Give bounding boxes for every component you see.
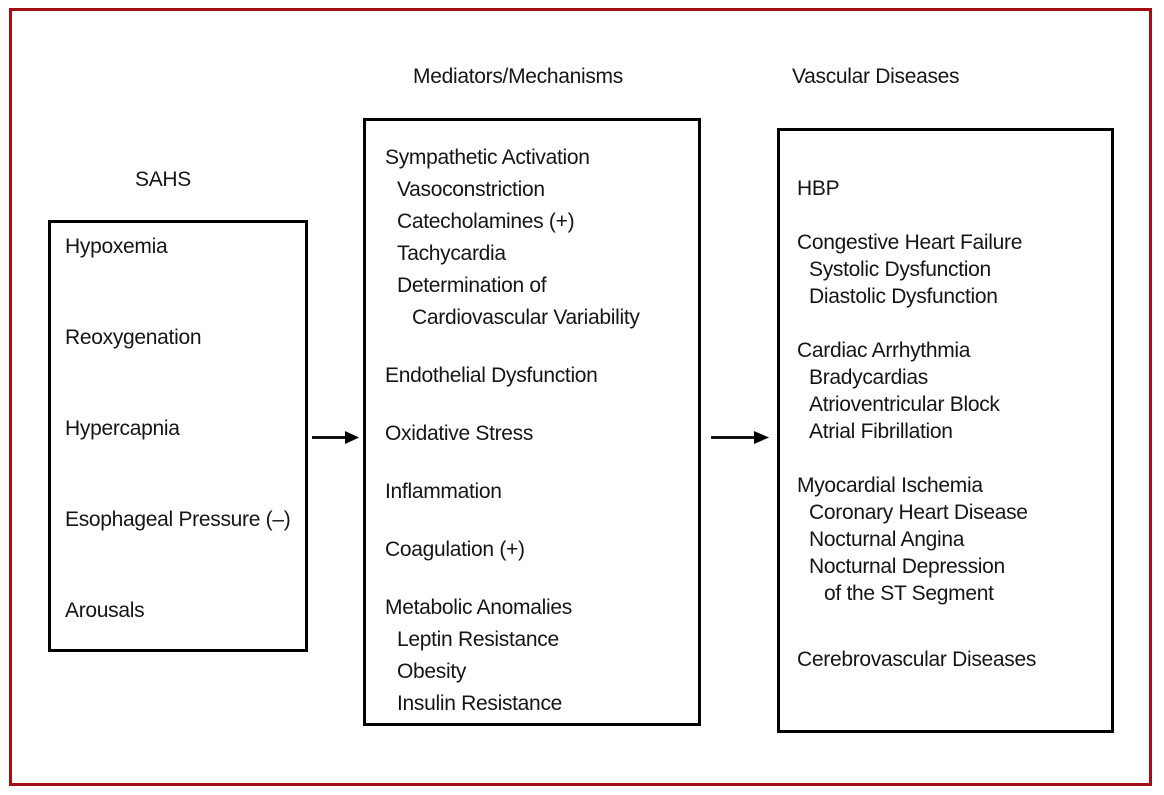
sahs-item: Esophageal Pressure (–) xyxy=(65,508,291,531)
mediator-line: Insulin Resistance xyxy=(397,692,563,715)
sahs-item: Reoxygenation xyxy=(65,326,202,349)
vascular-line: Atrial Fibrillation xyxy=(809,420,953,443)
column-heading-vascular: Vascular Diseases xyxy=(792,65,960,88)
vascular-line: Bradycardias xyxy=(809,366,928,389)
column-heading-mediators: Mediators/Mechanisms xyxy=(413,65,623,88)
vascular-line: of the ST Segment xyxy=(824,582,994,605)
sahs-item: Hypercapnia xyxy=(65,417,180,440)
mediator-line: Oxidative Stress xyxy=(385,422,534,445)
vascular-line: Myocardial Ischemia xyxy=(797,474,983,497)
mediator-line: Determination of xyxy=(397,274,547,297)
arrow-sahs-to-mediators-icon xyxy=(312,431,359,444)
mediator-line: Sympathetic Activation xyxy=(385,146,590,169)
mediator-line: Endothelial Dysfunction xyxy=(385,364,598,387)
vascular-line: Nocturnal Depression xyxy=(809,555,1005,578)
vascular-line: HBP xyxy=(797,177,840,200)
sahs-item: Hypoxemia xyxy=(65,235,168,258)
vascular-line: Systolic Dysfunction xyxy=(809,258,991,281)
sahs-box: Hypoxemia Reoxygenation Hypercapnia Esop… xyxy=(48,220,308,652)
vascular-line: Cerebrovascular Diseases xyxy=(797,648,1037,671)
mediator-line: Coagulation (+) xyxy=(385,538,525,561)
vascular-line: Coronary Heart Disease xyxy=(809,501,1028,524)
mediator-line: Vasoconstriction xyxy=(397,178,545,201)
mediator-line: Obesity xyxy=(397,660,467,683)
column-heading-sahs: SAHS xyxy=(135,168,191,191)
sahs-item: Arousals xyxy=(65,599,145,622)
arrow-mediators-to-vascular-icon xyxy=(711,431,769,444)
mediator-line: Leptin Resistance xyxy=(397,628,559,651)
mediator-line: Cardiovascular Variability xyxy=(412,306,640,329)
vascular-line: Congestive Heart Failure xyxy=(797,231,1023,254)
vascular-line: Cardiac Arrhythmia xyxy=(797,339,971,362)
mediator-line: Catecholamines (+) xyxy=(397,210,575,233)
mediator-line: Tachycardia xyxy=(397,242,506,265)
mediator-line: Inflammation xyxy=(385,480,502,503)
vascular-box: HBP Congestive Heart Failure Systolic Dy… xyxy=(777,128,1114,733)
vascular-line: Atrioventricular Block xyxy=(809,393,1000,416)
vascular-line: Diastolic Dysfunction xyxy=(809,285,998,308)
mediator-line: Metabolic Anomalies xyxy=(385,596,572,619)
vascular-line: Nocturnal Angina xyxy=(809,528,965,551)
mediators-box: Sympathetic Activation Vasoconstriction … xyxy=(363,118,701,726)
